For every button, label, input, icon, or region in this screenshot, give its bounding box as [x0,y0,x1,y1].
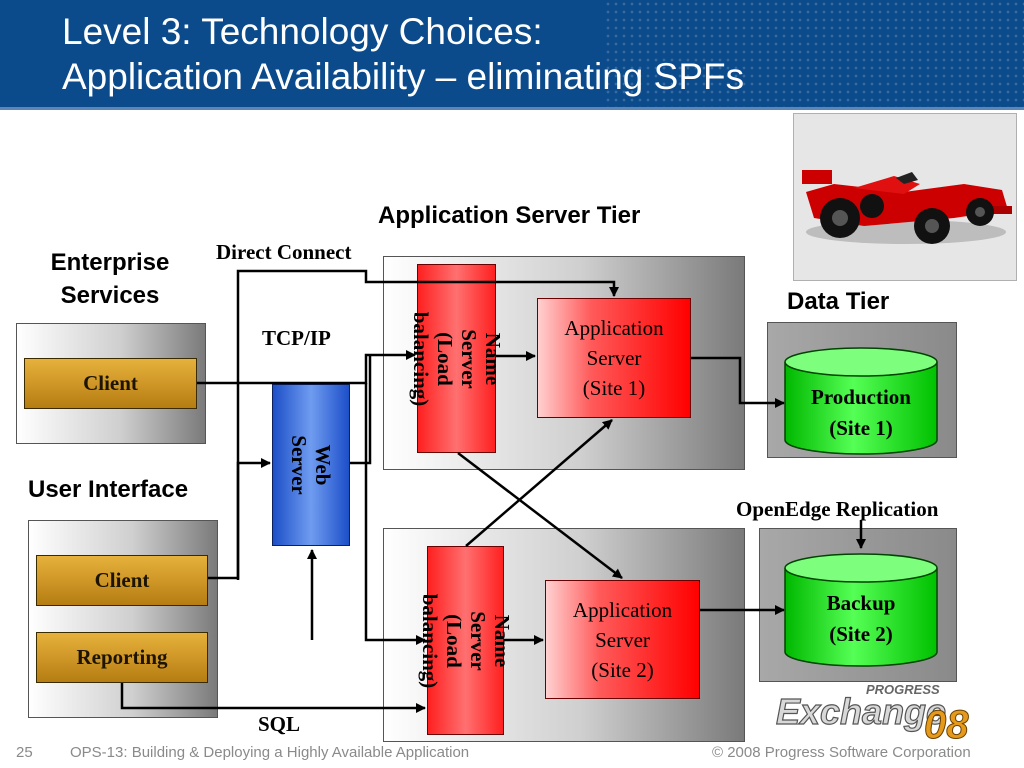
slide-title-line-1: Level 3: Technology Choices: [62,11,543,52]
production-db-label: Production (Site 1) [811,385,911,440]
race-car-photo [793,113,1017,281]
user-interface-label: User Interface [28,476,189,503]
slide-title-line-2: Application Availability – eliminating S… [62,56,745,97]
logo-year: 08 [924,703,969,742]
title-dot-pattern [604,0,1024,107]
title-bar: Level 3: Technology Choices: Application… [0,0,1024,110]
footer-page-number: 25 [16,744,33,761]
sql-label: SQL [258,712,301,736]
openedge-replication-label: OpenEdge Replication [736,497,939,521]
ui-client-to-web-line [208,458,271,580]
enterprise-client-box: Client [24,358,197,409]
direct-connect-line [236,269,619,580]
ui-client-box: Client [36,555,208,606]
backup-db-cylinder [784,553,938,667]
ns2-to-app1-cross [465,419,613,547]
footer-copyright: © 2008 Progress Software Corporation [712,744,971,761]
exchange-08-logo: PROGRESS Exchange 08 [774,680,970,748]
tcpip-label: TCP/IP [262,326,331,350]
web-to-nameserver1-line [350,355,372,465]
app-server-site2-box: Application Server (Site 2) [545,580,700,699]
sql-line [120,683,426,713]
name-server-site2-box: Name Server (Load balancing) [418,546,514,735]
ns1-to-app2-cross [457,452,623,579]
production-db-cylinder [784,347,938,455]
app1-to-production-line [691,356,785,408]
direct-connect-label: Direct Connect [216,240,352,264]
reporting-box: Reporting [36,632,208,683]
tcpip-line-site1 [197,350,416,385]
app-server-site1-box: Application Server (Site 1) [537,298,691,418]
footer-session: OPS-13: Building & Deploying a Highly Av… [70,744,470,761]
tcpip-to-web-line [364,383,426,645]
backup-db-label: Backup (Site 2) [826,591,896,646]
web-server-box: Web Server [272,384,350,546]
logo-brand-top: PROGRESS [866,682,940,697]
app-tier-label: Application Server Tier [378,202,641,229]
name-server-site1-box: Name Server (Load balancing) [409,264,505,453]
enterprise-services-label: Enterprise Services [50,249,170,309]
logo-brand-main: Exchange [776,691,946,732]
data-tier-label: Data Tier [787,288,890,315]
